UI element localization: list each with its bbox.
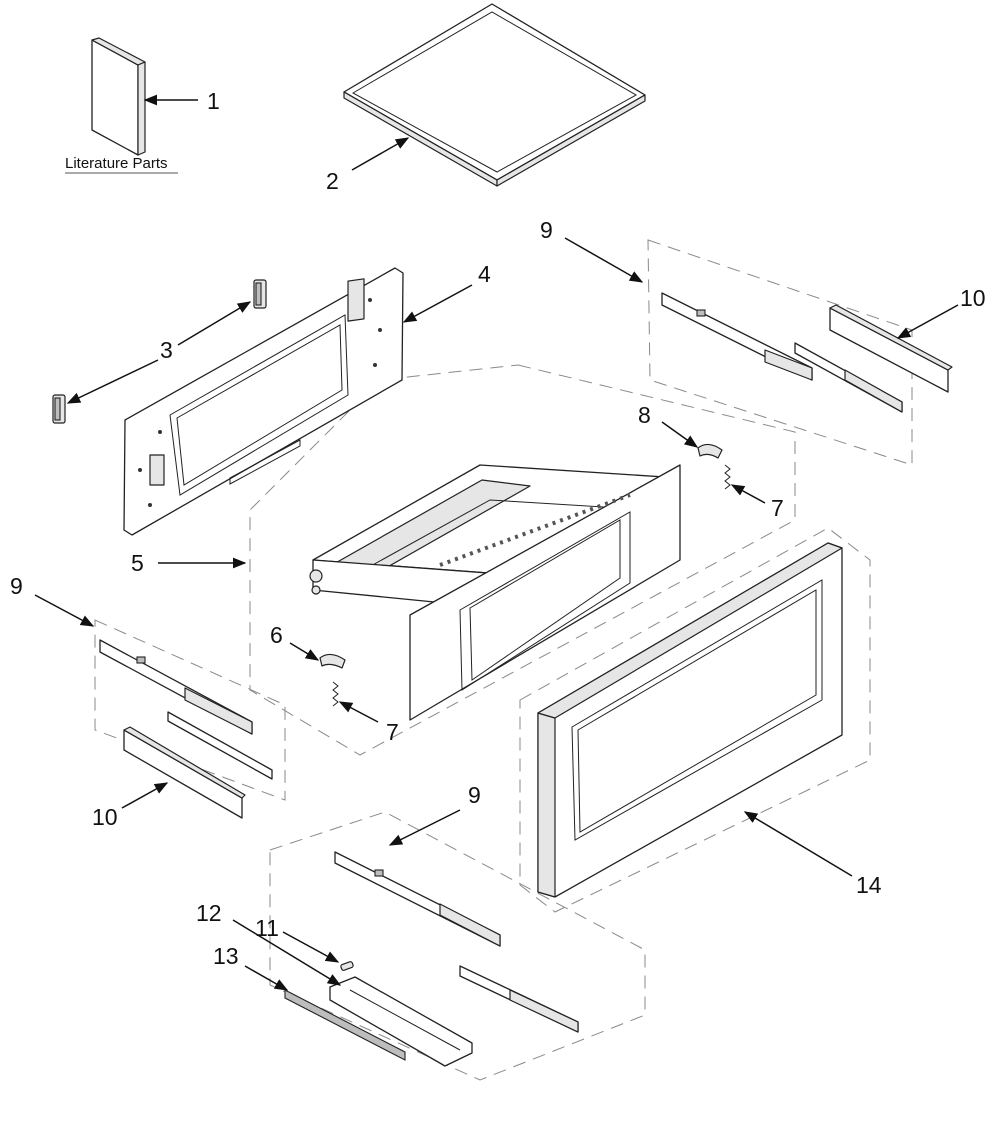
callout-arrows	[34, 94, 959, 991]
drawer-tub-part	[309, 464, 681, 721]
literature-parts-booklet	[91, 37, 146, 156]
spring-part-7-upper	[724, 464, 731, 490]
callout-14: 14	[856, 872, 882, 898]
pin-part-11	[340, 961, 354, 971]
callout-6: 6	[270, 622, 283, 648]
callout-9-left: 9	[10, 573, 23, 599]
callout-4: 4	[478, 261, 491, 287]
callout-12: 12	[196, 900, 222, 926]
clip-part-lower	[52, 394, 66, 424]
slide-rail-bottom	[334, 851, 501, 947]
callout-1: 1	[207, 88, 220, 114]
callout-2: 2	[326, 168, 339, 194]
callout-3: 3	[160, 337, 173, 363]
callout-10-left: 10	[92, 804, 118, 830]
callout-7-lower: 7	[386, 719, 399, 745]
top-panel-part	[343, 3, 646, 187]
bracket-tray-part-12	[329, 976, 473, 1067]
latch-part-6	[319, 653, 346, 669]
door-panel-part	[537, 542, 843, 898]
rail-bracket-upper-right	[829, 304, 953, 393]
callout-9-bottom: 9	[468, 782, 481, 808]
slide-rail-upper-right	[661, 292, 813, 381]
latch-part-8	[697, 443, 723, 459]
rail-bracket-left	[123, 726, 246, 819]
callout-9-upper: 9	[540, 217, 553, 243]
literature-parts-label: Literature Parts	[65, 155, 168, 172]
rod-part-13	[284, 989, 406, 1061]
slide-channel-upper-right	[794, 342, 903, 413]
callout-11: 11	[255, 915, 279, 941]
clip-part-upper	[253, 279, 267, 309]
back-plate-part	[123, 267, 404, 536]
slide-channel-left	[167, 711, 273, 780]
callout-7-upper: 7	[771, 495, 784, 521]
callout-10-upper: 10	[960, 285, 986, 311]
spring-part-7-lower	[332, 681, 339, 707]
slide-channel-bottom	[459, 965, 579, 1033]
callout-labels: 1 2 3 4 9 10 8 7 5 6 7 9 10 9 14 12 11 1…	[10, 88, 986, 969]
callout-8: 8	[638, 402, 651, 428]
callout-13: 13	[213, 943, 239, 969]
slide-rail-left	[99, 639, 253, 735]
callout-5: 5	[131, 550, 144, 576]
